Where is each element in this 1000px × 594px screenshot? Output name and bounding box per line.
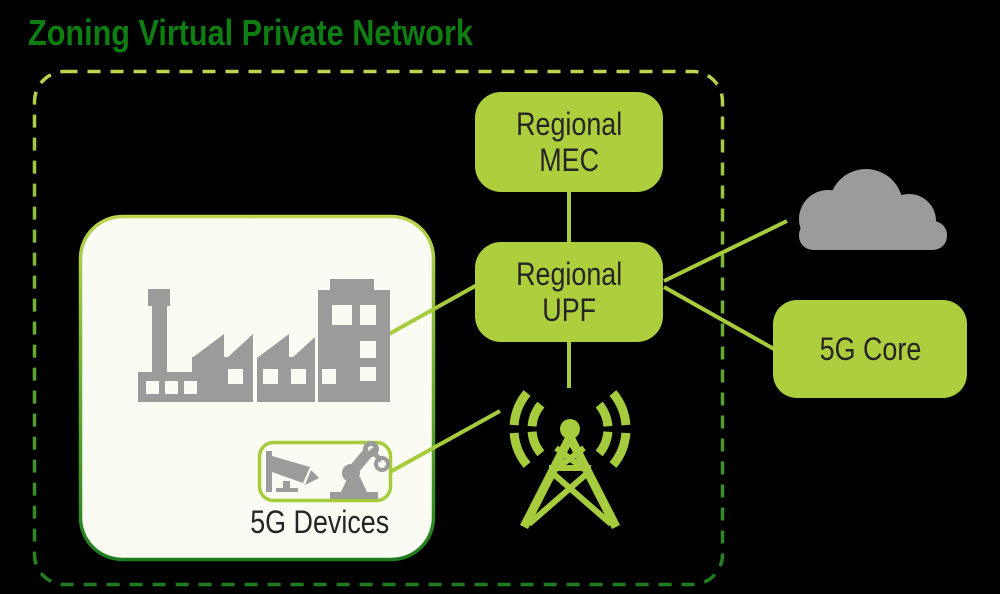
robot-arm-icon	[330, 441, 390, 499]
regional-upf-label: Regional UPF	[515, 255, 623, 328]
node-5g-core: 5G Core	[773, 300, 967, 398]
vpn-zone-boundary	[32, 69, 725, 587]
factory-icon	[138, 279, 390, 402]
radio-waves	[509, 390, 631, 468]
diagram-title: Zoning Virtual Private Network	[28, 12, 473, 53]
node-regional-upf: Regional UPF	[475, 242, 663, 342]
5g-devices-label: 5G Devices	[250, 504, 390, 540]
edge-upf-core	[663, 285, 775, 351]
cctv-camera-icon	[266, 451, 319, 492]
connection-edges	[388, 190, 788, 474]
edge-devices-tower	[389, 409, 501, 474]
cloud-icon	[799, 169, 947, 250]
cell-tower-icon	[509, 390, 631, 530]
5g-devices-caption: 5G Devices	[225, 504, 415, 541]
edge-upf-cloud	[663, 219, 788, 283]
5g-core-label: 5G Core	[819, 330, 921, 367]
regional-mec-label: Regional MEC	[515, 105, 623, 178]
edge-factory-upf	[388, 283, 478, 336]
node-regional-mec: Regional MEC	[475, 92, 663, 192]
